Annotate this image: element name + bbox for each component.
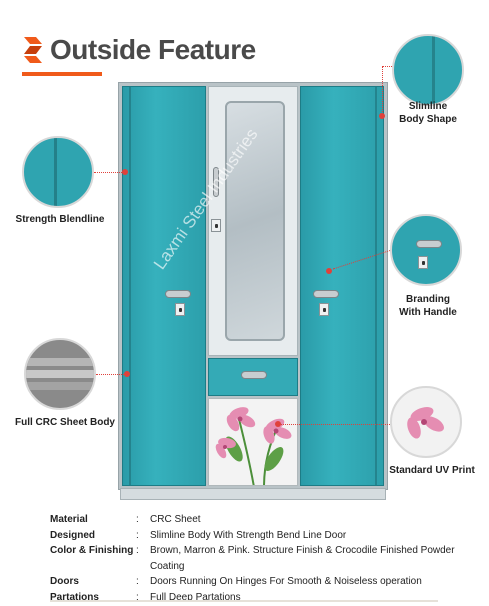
handle-icon	[165, 290, 191, 298]
mirror-panel	[208, 86, 298, 356]
callout-line	[382, 66, 383, 116]
zoom-uv-print	[390, 386, 462, 458]
cupboard-illustration	[118, 82, 388, 500]
callout-label-crc: Full CRC Sheet Body	[14, 417, 115, 428]
callout-label-strength: Strength Blendline	[15, 214, 105, 225]
title-underline	[22, 72, 102, 76]
zoom-strength-blendline	[22, 136, 94, 208]
specs-table: Material : CRC Sheet Designed : Slimline…	[50, 512, 480, 605]
lock-icon	[319, 303, 329, 316]
flower-print-icon	[215, 407, 292, 485]
callout-line	[382, 66, 392, 67]
bottom-divider	[50, 600, 438, 602]
callout-label-slimline: Slimline Body Shape	[399, 101, 457, 125]
callout-dot	[379, 113, 385, 119]
callout-line	[96, 374, 126, 375]
spec-row: Material : CRC Sheet	[50, 514, 201, 525]
handle-icon	[416, 240, 442, 248]
handle-icon	[213, 167, 219, 197]
callout-dot	[326, 268, 332, 274]
left-door	[122, 86, 206, 486]
cupboard-base	[120, 488, 386, 500]
zoom-slimline	[392, 34, 464, 106]
handle-icon	[313, 290, 339, 298]
zoom-crc-sheet	[24, 338, 96, 410]
callout-dot	[124, 371, 130, 377]
zoom-branding-handle	[390, 214, 462, 286]
callout-line	[278, 424, 390, 425]
spec-row: Color & Finishing : Brown, Marron & Pink…	[50, 545, 455, 572]
page-header: Outside Feature	[22, 30, 256, 70]
brand-chevron-icon	[22, 35, 44, 65]
spec-row: Partations : Full Deep Partations	[50, 591, 241, 603]
spec-row: Doors : Doors Running On Hinges For Smoo…	[50, 576, 422, 587]
door-groove	[129, 87, 131, 485]
right-door	[300, 86, 384, 486]
lock-icon	[418, 256, 428, 269]
page-title: Outside Feature	[50, 34, 256, 65]
mirror	[225, 101, 285, 341]
spec-row: Designed : Slimline Body With Strength B…	[50, 529, 347, 541]
door-groove	[375, 87, 377, 485]
callout-label-branding: Branding With Handle	[399, 294, 457, 318]
callout-dot	[122, 169, 128, 175]
callout-dot	[275, 421, 281, 427]
lock-icon	[211, 219, 221, 232]
drawer	[208, 358, 298, 396]
handle-icon	[241, 371, 267, 379]
callout-label-uv: Standard UV Print	[389, 465, 475, 476]
uv-print-panel	[208, 398, 298, 486]
lock-icon	[175, 303, 185, 316]
callout-line	[94, 172, 124, 173]
